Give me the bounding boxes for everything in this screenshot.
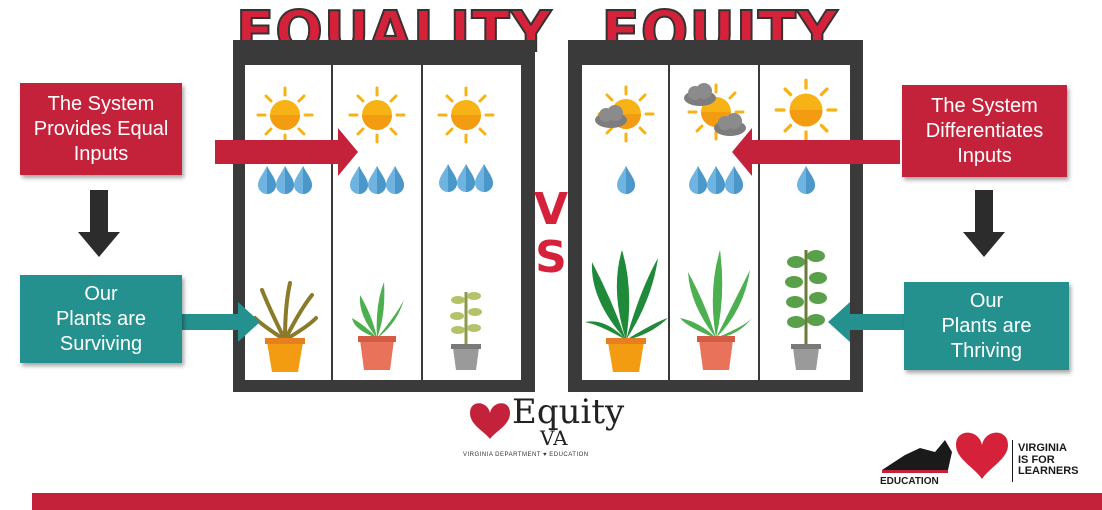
system-differentiates-inputs-box: The System Differentiates Inputs: [902, 85, 1067, 177]
box-line: Inputs: [73, 142, 129, 165]
water-drop-icon: [439, 164, 493, 192]
box-line: The System: [931, 94, 1038, 117]
vdoe-divider: [1012, 440, 1013, 482]
arrow-icon: [78, 190, 120, 257]
plants-thriving-box: Our Plants are Thriving: [904, 282, 1069, 370]
arrow-icon: [180, 302, 260, 342]
box-line: Our: [969, 289, 1004, 312]
plant-icon: [785, 250, 827, 370]
virginia-is-for-learners: VIRGINIA IS FOR LEARNERS: [1018, 442, 1079, 478]
plant-icon: [450, 292, 482, 370]
box-line: The System: [47, 92, 155, 115]
plant-icon: [352, 282, 404, 370]
water-drop-icon: [797, 166, 815, 194]
plant-icon: [253, 281, 318, 372]
arrow-icon: [963, 190, 1005, 257]
arrow-icon: [732, 128, 900, 176]
water-drop-icon: [617, 166, 635, 194]
box-line: Differentiates: [925, 119, 1044, 142]
box-line: Inputs: [957, 144, 1012, 167]
equity-va-sub: VA: [540, 426, 568, 450]
equity-va-logo: Equity: [512, 392, 624, 432]
heart-icon: [956, 432, 1008, 479]
sun-icon: [256, 86, 314, 144]
vdoe-education-label: EDUCATION: [880, 476, 939, 487]
box-line: Thriving: [950, 339, 1023, 362]
vdoe-tagline: VIRGINIA DEPARTMENT ♥ EDUCATION: [463, 452, 589, 458]
vs-letter-v: V: [533, 184, 569, 235]
box-line: Surviving: [59, 332, 143, 355]
slogan-line: VIRGINIA: [1018, 442, 1067, 454]
box-line: Provides Equal: [33, 117, 169, 140]
plants-surviving-box: Our Plants are Surviving: [20, 275, 182, 363]
system-equal-inputs-box: The System Provides Equal Inputs: [20, 83, 182, 175]
heart-icon: [470, 403, 510, 439]
sun-icon: [774, 78, 838, 142]
sun-icon: [437, 86, 495, 144]
sun-icon: [348, 86, 406, 144]
plant-icon: [585, 250, 668, 372]
box-line: Plants are: [941, 314, 1032, 337]
vs-letter-s: S: [535, 232, 567, 283]
arrow-icon: [215, 128, 358, 176]
water-drop-icon: [258, 166, 312, 194]
virginia-state-icon: [882, 440, 952, 473]
bottom-red-bar: [32, 493, 1102, 510]
water-drop-icon: [689, 166, 743, 194]
plant-icon: [680, 250, 752, 370]
equity-brand-text: Equity: [512, 392, 625, 432]
box-line: Our: [84, 282, 118, 305]
slogan-line: IS FOR: [1018, 453, 1055, 466]
water-drop-icon: [350, 166, 404, 194]
slogan-line: LEARNERS: [1018, 465, 1079, 478]
arrow-icon: [828, 302, 910, 342]
box-line: Plants are: [55, 307, 147, 330]
